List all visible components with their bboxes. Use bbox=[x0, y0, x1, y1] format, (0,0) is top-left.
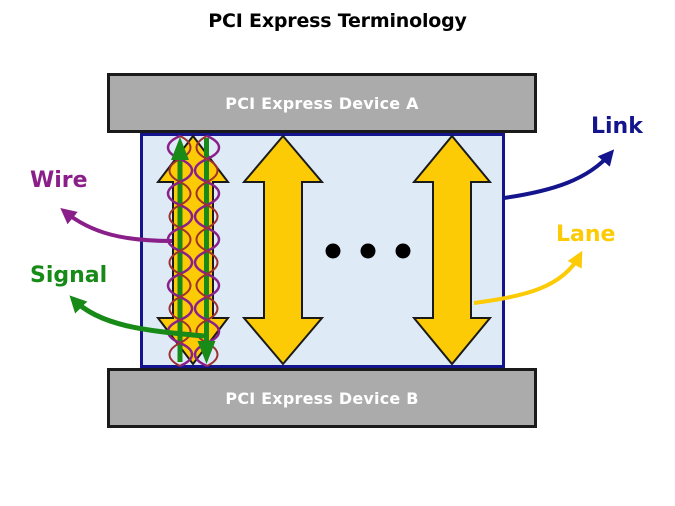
device-b-box: PCI Express Device B bbox=[107, 368, 537, 428]
wire-pointer-arrow bbox=[60, 207, 173, 243]
lane-pointer-arrow bbox=[473, 250, 583, 305]
device-a-box: PCI Express Device A bbox=[107, 73, 537, 133]
lane-label: Lane bbox=[556, 222, 616, 247]
page-title: PCI Express Terminology bbox=[208, 10, 467, 32]
device-a-label: PCI Express Device A bbox=[225, 93, 419, 113]
signal-arrowhead-down bbox=[197, 341, 216, 364]
signal-pointer-arrow bbox=[69, 295, 205, 339]
link-pointer-arrow bbox=[503, 149, 615, 200]
signal-label: Signal bbox=[30, 263, 108, 288]
device-b-label: PCI Express Device B bbox=[225, 388, 419, 408]
lane-arrow bbox=[241, 134, 325, 366]
wire-wave bbox=[195, 135, 219, 367]
wire-label: Wire bbox=[30, 168, 88, 193]
ellipsis-dot bbox=[360, 243, 376, 259]
lane-arrow bbox=[155, 134, 231, 366]
ellipsis-dot bbox=[325, 243, 341, 259]
link-label: Link bbox=[591, 114, 643, 139]
ellipsis-dot bbox=[395, 243, 411, 259]
signal-arrowhead-up bbox=[171, 137, 189, 160]
wire-wave bbox=[168, 135, 192, 367]
lane-arrow bbox=[411, 134, 493, 366]
